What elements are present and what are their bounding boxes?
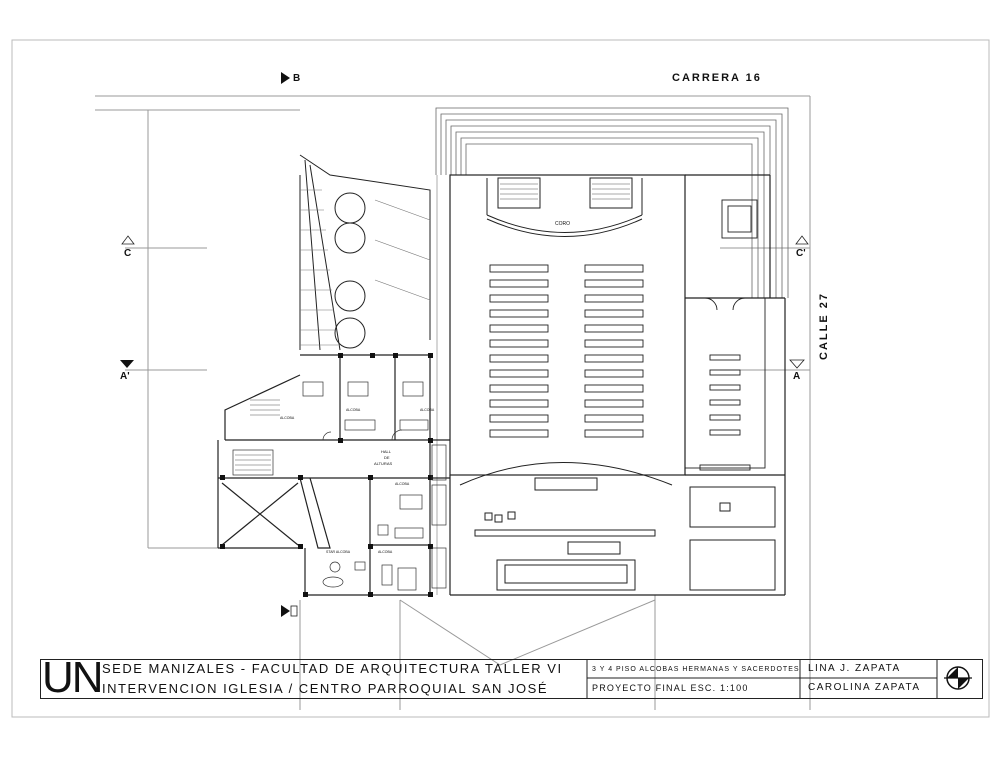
- site-lines: [95, 95, 811, 710]
- room-label-coro: CORO: [555, 221, 570, 227]
- section-c-left-marker-icon: [121, 235, 135, 245]
- university-logo: UN: [42, 653, 104, 702]
- street-east-label: CALLE 27: [817, 292, 830, 360]
- author-1: LINA J. ZAPATA: [808, 663, 901, 674]
- room-label-alcoba-3: ALCOBA: [420, 408, 435, 412]
- room-label-alturas: ALTURAS: [374, 461, 393, 466]
- section-b-label: B: [293, 73, 301, 84]
- room-label-alcoba-2: ALCOBA: [346, 408, 361, 412]
- section-a-right-marker-icon: [789, 359, 805, 369]
- room-label-alcoba-4: ALCOBA: [395, 482, 410, 486]
- section-b-marker-icon: [281, 72, 290, 84]
- stepped-perimeter: [435, 107, 789, 298]
- presbytery: [459, 462, 776, 591]
- columns: [220, 353, 433, 597]
- section-a-left-label: A': [120, 371, 130, 382]
- street-north-label: CARRERA 16: [672, 72, 762, 84]
- room-label-star-alcoba: STAR ALCOBA: [326, 550, 351, 554]
- section-c-left-label: C: [124, 248, 132, 259]
- room-label-de: DE: [384, 455, 390, 460]
- title-block: [40, 659, 983, 699]
- section-a-left-marker-icon: [120, 360, 134, 368]
- room-label-alcoba-1: ALCOBA: [280, 416, 295, 420]
- courtyard: [299, 154, 438, 595]
- title-line-1: SEDE MANIZALES - FACULTAD DE ARQUITECTUR…: [102, 661, 563, 676]
- title-line-2: INTERVENCION IGLESIA / CENTRO PARROQUIAL…: [102, 681, 549, 696]
- section-c-right-marker-icon: [795, 235, 809, 245]
- section-b-lower-marker-icon: [281, 605, 290, 617]
- section-markers: [120, 72, 809, 617]
- furniture: [232, 381, 447, 591]
- bedroom-block: [217, 354, 450, 596]
- room-label-hall: HALL: [381, 449, 392, 454]
- north-arrow-icon: [944, 666, 972, 690]
- choir-loft: [486, 177, 643, 237]
- sheet-description: 3 Y 4 PISO ALCOBAS HERMANAS Y SACERDOTES: [592, 666, 800, 673]
- side-chapel: [684, 199, 766, 471]
- project-scale: PROYECTO FINAL ESC. 1:100: [592, 683, 749, 693]
- section-c-right-label: C': [796, 248, 806, 259]
- section-a-right-label: A: [793, 371, 801, 382]
- room-label-alcoba-5: ALCOBA: [378, 550, 393, 554]
- author-2: CAROLINA ZAPATA: [808, 682, 921, 693]
- pews: [489, 264, 644, 438]
- title-block-grid: [586, 660, 938, 698]
